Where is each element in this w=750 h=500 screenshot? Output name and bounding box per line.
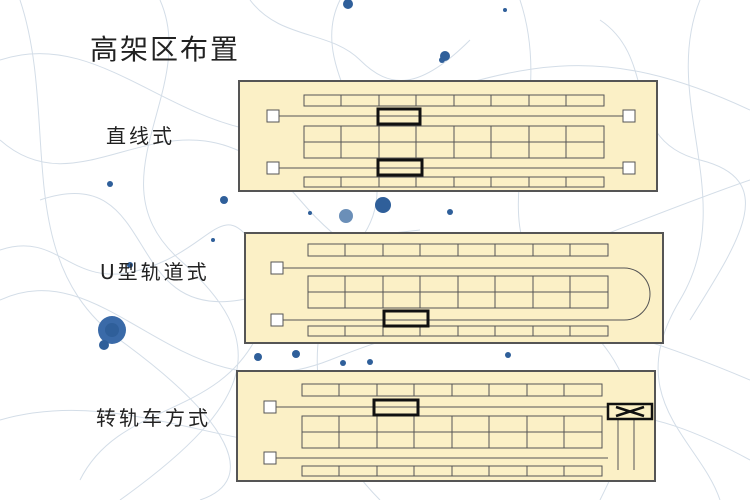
diagram-title: 高架区布置 xyxy=(90,33,241,66)
panel-linear xyxy=(238,80,658,192)
label-transfer-car: 转轨车方式 xyxy=(96,406,211,430)
linear-layout-diagram xyxy=(266,94,636,188)
u-track-layout-diagram xyxy=(270,243,651,337)
label-linear: 直线式 xyxy=(106,124,175,148)
label-u-track: U型轨道式 xyxy=(100,260,210,284)
panel-transfer-car xyxy=(236,370,656,482)
panel-u-track xyxy=(244,232,664,344)
transfer-car-layout-diagram xyxy=(263,383,654,477)
